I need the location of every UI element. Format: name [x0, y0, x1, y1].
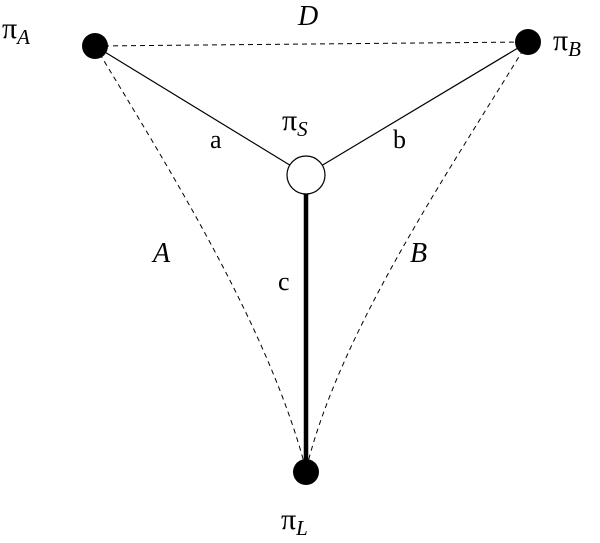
edge-b	[305, 41, 529, 176]
dashed-curve-left	[94, 45, 307, 471]
node-b	[515, 29, 541, 55]
region-label-top: D	[297, 1, 318, 32]
node-label-b: πB	[553, 24, 581, 61]
node-label-l: πL	[281, 503, 308, 540]
edge-label-b: b	[393, 125, 406, 154]
edge-a	[94, 45, 307, 176]
region-label-left: A	[151, 238, 171, 269]
edge-label-a: a	[210, 125, 222, 154]
dashed-edge-top	[94, 41, 529, 47]
node-l	[293, 459, 319, 485]
node-s	[286, 155, 326, 195]
node-label-s: πS	[282, 104, 308, 141]
edge-label-c: c	[278, 267, 290, 296]
dashed-curve-right	[305, 41, 529, 471]
region-label-right: B	[410, 238, 427, 269]
node-label-a: πA	[2, 12, 30, 49]
node-a	[82, 33, 108, 59]
